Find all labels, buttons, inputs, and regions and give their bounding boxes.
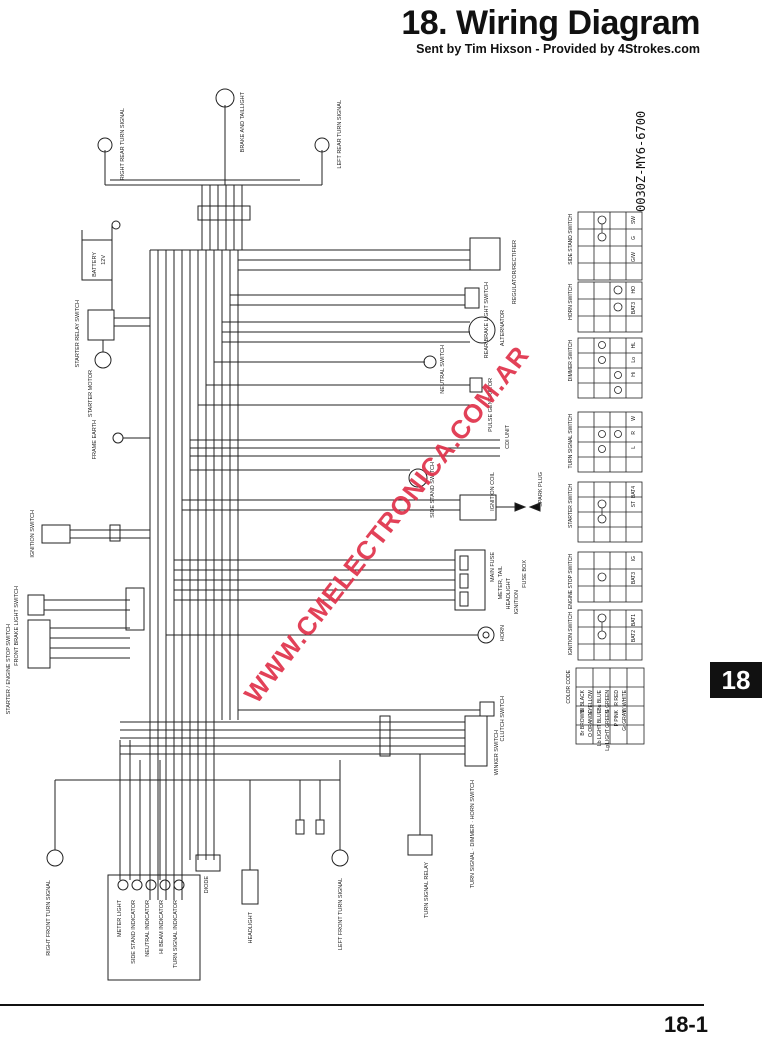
label-neutral-indicator: NEUTRAL INDICATOR	[145, 900, 151, 957]
sw-dimmer-row-1: HL	[631, 342, 637, 349]
color-code-7: Br BROWN	[580, 710, 586, 736]
sw-side-row-2: G	[631, 236, 637, 240]
page-subtitle: Sent by Tim Hixson - Provided by 4Stroke…	[416, 42, 700, 56]
section-tab[interactable]: 18	[710, 662, 762, 698]
sw-starter-row-2: ST	[631, 501, 637, 508]
sw-horn-row-1: HO	[631, 286, 637, 294]
sw-ign-row-2: BAT2	[631, 630, 637, 643]
label-frame-earth: FRAME EARTH	[92, 420, 98, 460]
sw-stop-row-2: BAT3	[631, 572, 637, 585]
label-cdi-unit: CDI UNIT	[505, 425, 511, 449]
label-right-front-turn-signal: RIGHT FRONT TURN SIGNAL	[46, 880, 52, 956]
label-meter-light: METER LIGHT	[117, 900, 123, 937]
page-number: 18-1	[663, 1012, 708, 1037]
label-right-rear-turn-signal: RIGHT REAR TURN SIGNAL	[120, 108, 126, 181]
sw-side-row-1: SW	[631, 216, 637, 225]
label-brake-taillight: BRAKE AND TAILLIGHT	[240, 92, 246, 153]
label-headlight: HEADLIGHT	[248, 912, 254, 944]
label-ignition-switch: IGNITION SWITCH	[30, 510, 36, 558]
sw-turn-row-3: L	[631, 446, 637, 449]
switch-table-side-stand: SIDE STAND SWITCH	[568, 214, 574, 265]
switch-table-dimmer: DIMMER SWITCH	[568, 340, 574, 382]
label-turn-signal-relay: TURN SIGNAL RELAY	[424, 862, 430, 918]
switch-table-horn: HORN SWITCH	[568, 284, 574, 320]
label-side-stand-indicator: SIDE STAND INDICATOR	[131, 900, 137, 964]
sw-horn-row-2: BAT3	[631, 302, 637, 315]
label-starter-relay-switch: STARTER RELAY SWITCH	[75, 300, 81, 368]
label-rear-brake-light-switch: REAR BRAKE LIGHT SWITCH	[484, 282, 490, 359]
label-ignition-fuse: IGNITION	[514, 590, 520, 615]
page-title: 18. Wiring Diagram	[401, 4, 700, 42]
label-main-fuse: MAIN FUSE	[490, 552, 496, 582]
sw-side-row-3: G/W	[631, 252, 637, 262]
label-battery-spec: 12V	[101, 255, 107, 265]
color-code-8: O ORANGE	[588, 710, 594, 737]
label-left-rear-turn-signal: LEFT REAR TURN SIGNAL	[337, 100, 343, 169]
label-turn-signal-dimmer-horn-switch: TURN SIGNAL · DIMMER · HORN SWITCH	[470, 780, 476, 889]
label-ignition-coil: IGNITION COIL	[490, 472, 496, 511]
label-diode: DIODE	[204, 876, 210, 894]
label-left-front-turn-signal: LEFT FRONT TURN SIGNAL	[338, 878, 344, 951]
sw-ign-row-1: BAT1	[631, 614, 637, 627]
label-headlight-fuse: HEADLIGHT	[506, 578, 512, 610]
label-meter-tail: METER, TAIL	[498, 566, 504, 600]
color-code-9: Lb LIGHT BLUE	[597, 710, 603, 747]
switch-table-starter: STARTER SWITCH	[568, 484, 574, 528]
footer-rule	[0, 1004, 704, 1006]
label-regulator-rectifier: REGULATOR/RECTIFIER	[512, 240, 518, 305]
label-turn-signal-indicator: TURN SIGNAL INDICATOR	[173, 900, 179, 969]
color-code-12: Gr GRAY	[622, 710, 628, 731]
label-spark-plug: SPARK PLUG	[538, 472, 544, 507]
switch-table-engine-stop: ENGINE STOP SWITCH	[568, 554, 574, 610]
label-starter-engine-stop-switch: STARTER / ENGINE STOP SWITCH	[6, 624, 12, 715]
sw-dimmer-row-2: Lo	[631, 357, 637, 363]
label-starter-motor: STARTER MOTOR	[88, 370, 94, 418]
label-battery: BATTERY	[92, 252, 98, 277]
sw-turn-row-1: W	[631, 416, 637, 421]
color-code-3: Bu BLUE	[597, 690, 603, 711]
switch-table-color-code: COLOR CODE	[566, 670, 572, 704]
sw-dimmer-row-3: Hi	[631, 372, 637, 377]
sw-starter-row-1: BAT4	[631, 486, 637, 499]
switch-table-ignition: IGNITION SWITCH	[568, 612, 574, 656]
sw-stop-row-1: IG	[631, 556, 637, 562]
color-code-10: Lg LIGHT GREEN	[605, 710, 611, 751]
color-code-11: P PINK	[614, 710, 620, 727]
color-code-5: R RED	[614, 690, 620, 706]
label-fuse-box: FUSE BOX	[522, 560, 528, 588]
label-front-brake-light-switch: FRONT BRAKE LIGHT SWITCH	[14, 586, 20, 666]
label-horn: HORN	[500, 625, 506, 642]
label-hi-beam-indicator: HI BEAM INDICATOR	[159, 900, 165, 954]
label-winker-switch: WINKER SWITCH	[494, 730, 500, 776]
label-clutch-switch: CLUTCH SWITCH	[500, 696, 506, 742]
label-alternator: ALTERNATOR	[500, 310, 506, 347]
switch-table-turn-signal: TURN SIGNAL SWITCH	[568, 414, 574, 469]
sw-turn-row-2: R	[631, 431, 637, 435]
label-neutral-switch: NEUTRAL SWITCH	[440, 345, 446, 394]
